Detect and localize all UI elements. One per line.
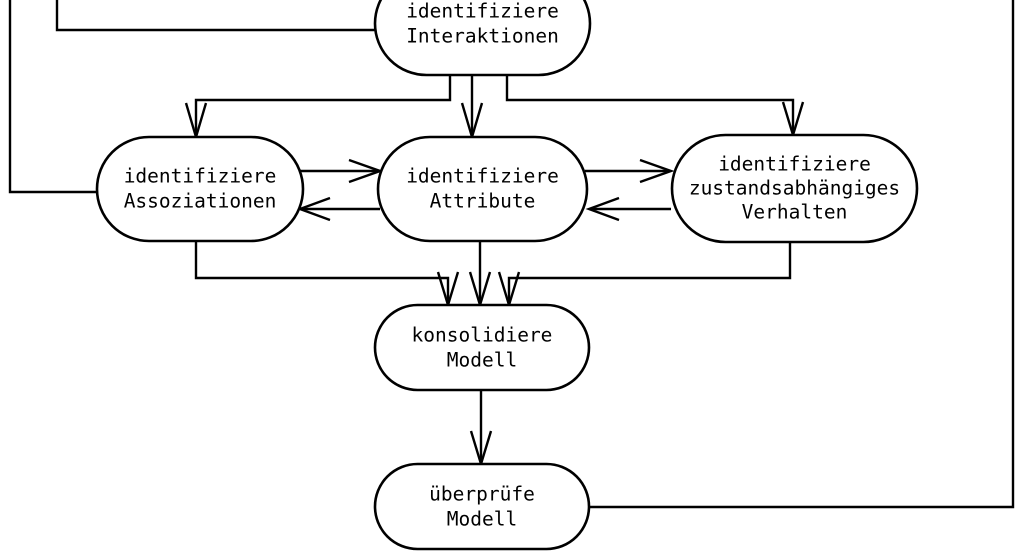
edge-interaktionen-to-attribute [460,75,484,142]
node-shape-assoziationen [95,135,305,243]
edge-interaktionen-to-verhalten [505,75,805,140]
node-label-ueberpruefe-line2: Modell [447,508,517,531]
node-label-konsolidiere-line1: konsolidiere [412,324,553,347]
node-label-interaktionen-line2: Interaktionen [406,25,559,48]
node-shape-interaktionen [373,0,592,77]
node-identifiziere-attribute[interactable]: identifiziere Attribute [376,135,589,243]
node-label-assoziationen-line2: Assoziationen [124,190,277,213]
edge-attribute-to-assoziationen [296,196,380,222]
node-identifiziere-zustandsabhaengiges-verhalten[interactable]: identifiziere zustandsabhängiges Verhalt… [670,133,919,244]
node-label-konsolidiere-line2: Modell [447,349,517,372]
node-label-verhalten-line2: zustandsabhängiges [689,177,900,200]
edge-konsolidiere-to-ueberpruefe [469,390,493,469]
edge-assoziationen-to-konsolidiere [194,241,460,310]
node-ueberpruefe-modell[interactable]: überprüfe Modell [373,462,591,551]
node-label-attribute-line2: Attribute [430,190,536,213]
edge-verhalten-to-attribute [585,196,671,222]
node-shape-ueberpruefe [373,462,591,551]
edge-attribute-to-konsolidiere [468,241,492,310]
edge-ueberpruefe-feedback-right [589,0,1015,509]
node-label-attribute-line1: identifiziere [406,165,559,188]
node-konsolidiere-modell[interactable]: konsolidiere Modell [373,303,591,392]
edge-attribute-to-verhalten [585,158,675,184]
node-label-verhalten-line1: identifiziere [718,153,871,176]
node-label-interaktionen-line1: identifiziere [406,0,559,23]
node-shape-konsolidiere [373,303,591,392]
node-label-verhalten-line3: Verhalten [742,201,848,224]
node-label-assoziationen-line1: identifiziere [124,165,277,188]
edge-assoziationen-feedback-left [8,0,100,194]
edge-interaktionen-feedback-left [55,0,375,32]
node-label-ueberpruefe-line1: überprüfe [429,483,535,506]
edge-verhalten-to-konsolidiere [497,242,792,310]
edge-interaktionen-to-assoziationen [184,75,452,142]
node-identifiziere-interaktionen[interactable]: identifiziere Interaktionen [373,0,592,77]
node-identifiziere-assoziationen[interactable]: identifiziere Assoziationen [95,135,305,243]
edge-assoziationen-to-attribute [298,158,384,184]
node-shape-attribute [376,135,589,243]
node-shape-verhalten [670,133,919,244]
